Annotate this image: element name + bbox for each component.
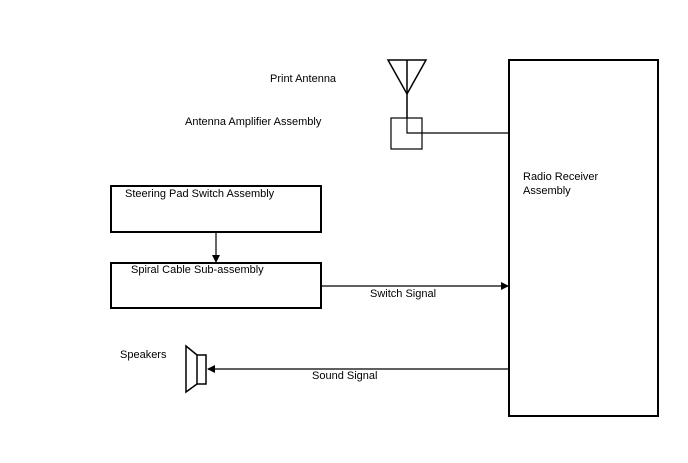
switch-signal-label: Switch Signal [370, 288, 437, 300]
antenna-amplifier-label: Antenna Amplifier Assembly [185, 116, 322, 128]
radio-receiver-box [508, 59, 659, 417]
steering-pad-label: Steering Pad Switch Assembly [125, 188, 275, 200]
antenna-icon [386, 59, 428, 118]
spiral-cable-label: Spiral Cable Sub-assembly [131, 264, 264, 276]
speakers-label: Speakers [120, 349, 167, 361]
radio-receiver-label-line2: Assembly [523, 185, 571, 197]
print-antenna-label: Print Antenna [270, 73, 337, 85]
antenna-to-receiver-line [406, 118, 509, 134]
radio-receiver-label-line1: Radio Receiver [523, 171, 599, 183]
sound-signal-label: Sound Signal [312, 370, 378, 382]
speaker-icon [185, 344, 207, 394]
